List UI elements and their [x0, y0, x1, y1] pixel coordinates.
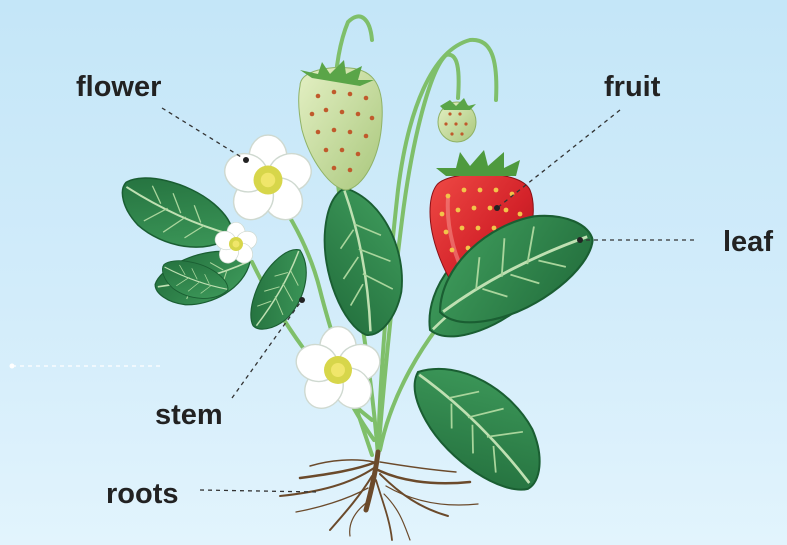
roots	[280, 452, 478, 540]
unripe-strawberry-small	[438, 98, 476, 142]
fruit-label: fruit	[604, 73, 660, 102]
roots-label: roots	[106, 480, 179, 509]
roots-leader-line	[200, 490, 318, 492]
stem-label: stem	[155, 401, 223, 430]
flower-label: flower	[76, 73, 161, 102]
leaf-label: leaf	[723, 228, 773, 257]
flower-leader-line	[162, 108, 246, 160]
